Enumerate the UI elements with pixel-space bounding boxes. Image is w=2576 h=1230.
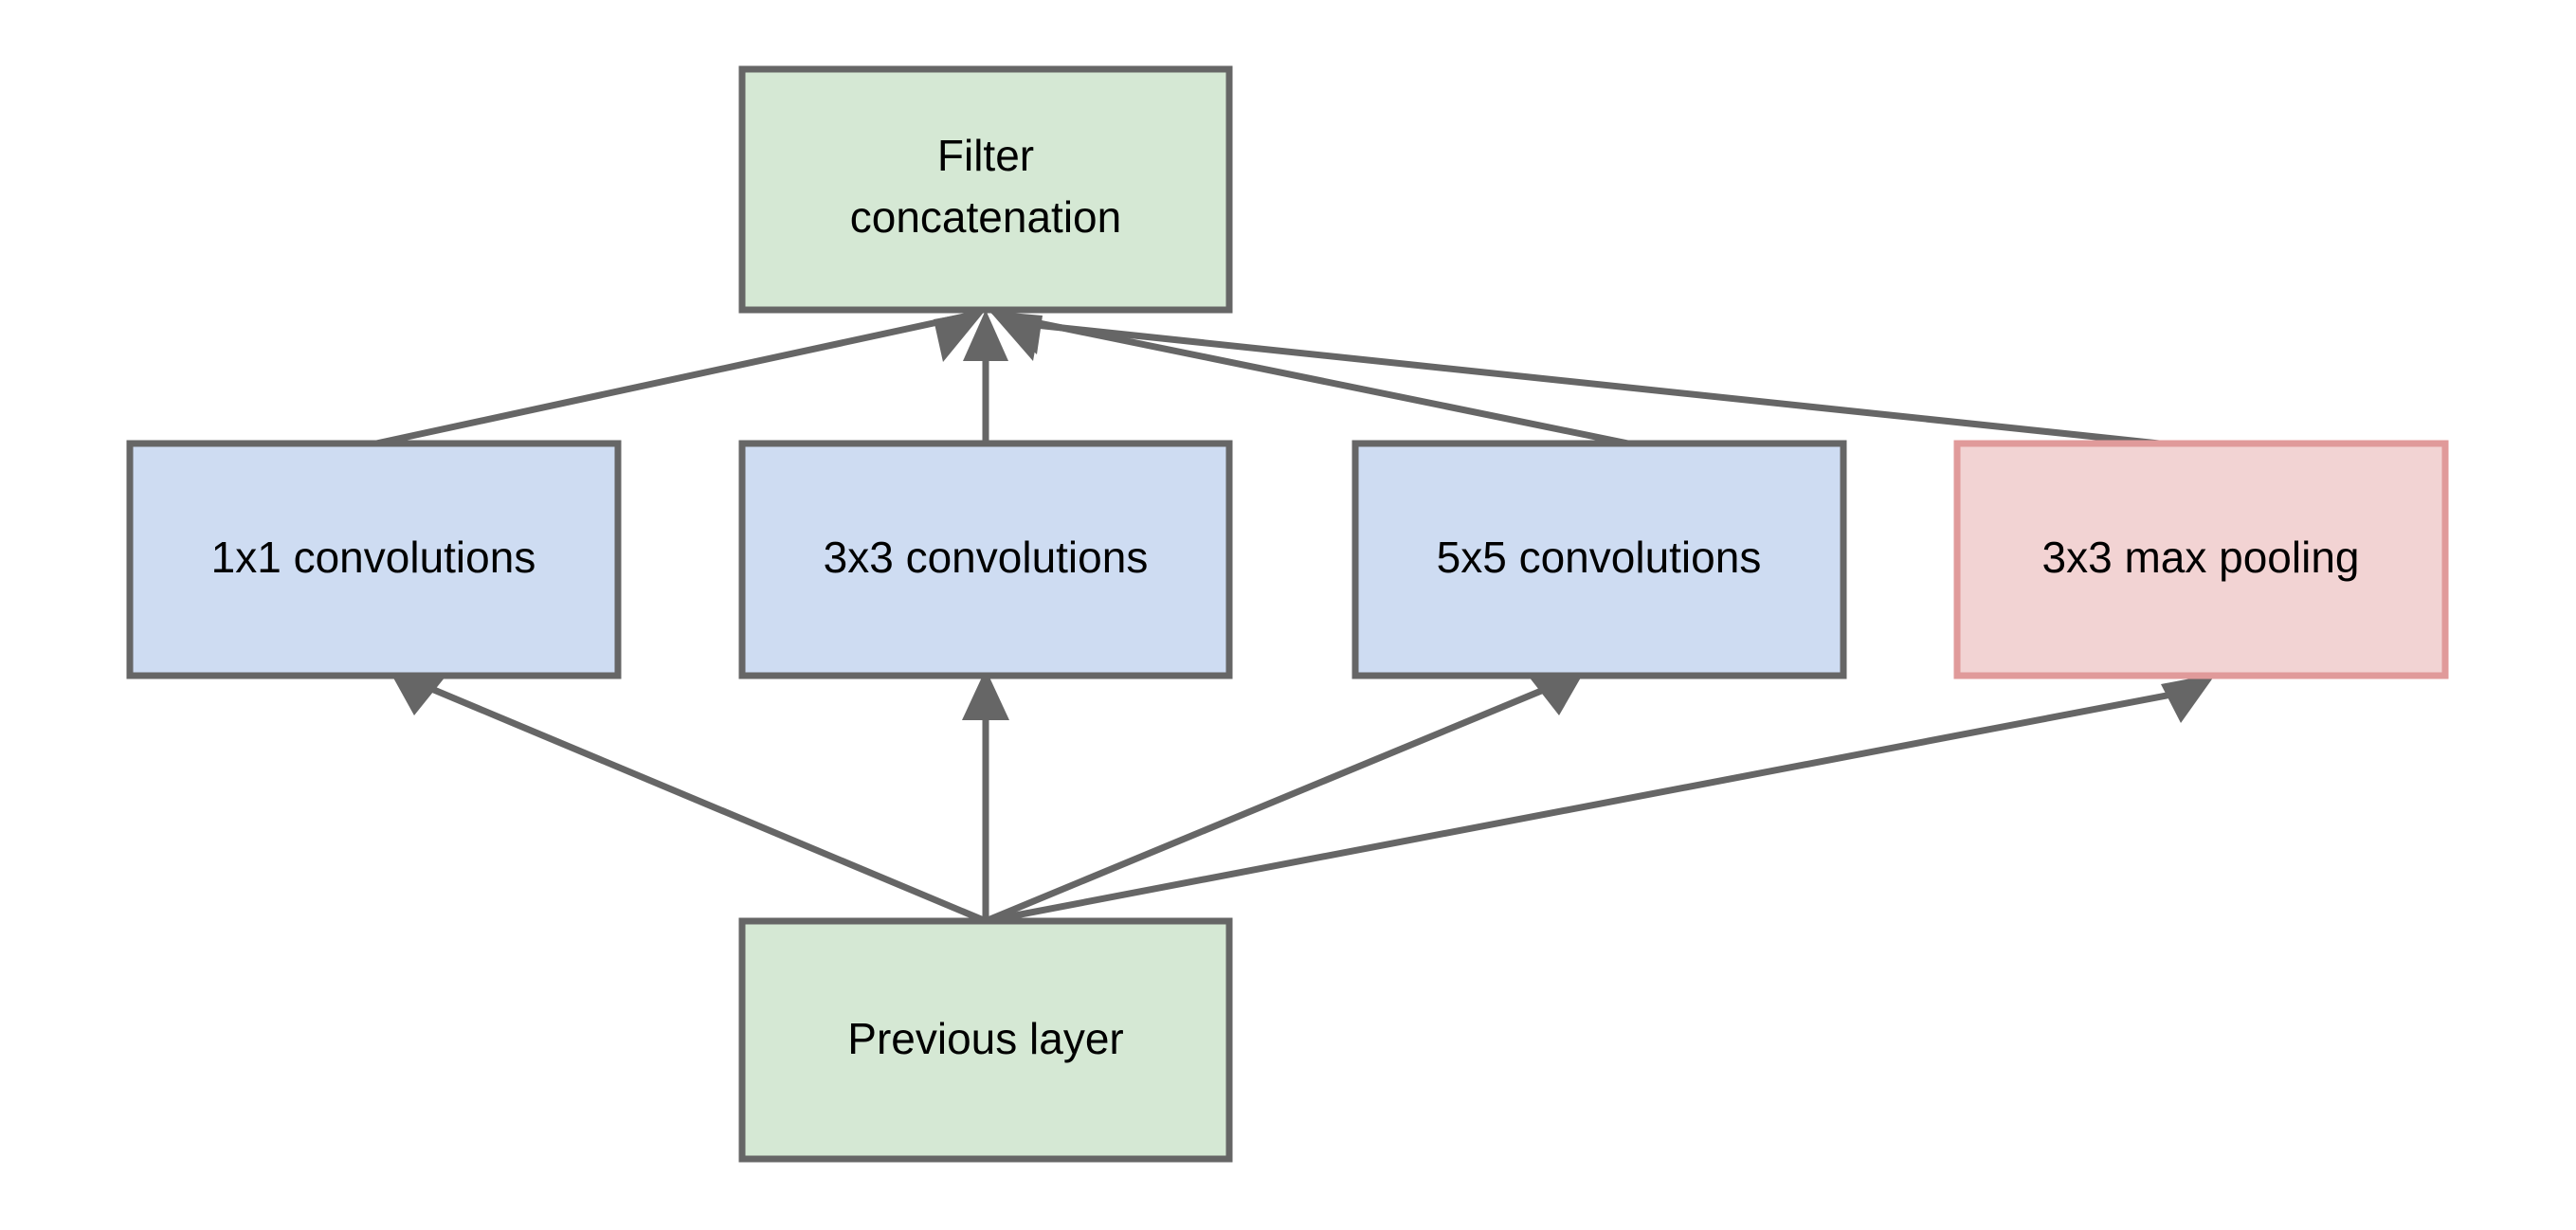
node-label-line1: 1x1 convolutions <box>211 533 536 582</box>
node-filter-concatenation[interactable]: Filter concatenation <box>738 65 1233 314</box>
node-maxpool-3x3[interactable]: 3x3 max pooling <box>1953 440 2449 679</box>
edge-previous-layer-to-conv-1x1 <box>390 671 988 925</box>
node-conv-3x3[interactable]: 3x3 convolutions <box>738 440 1233 679</box>
node-conv-5x5[interactable]: 5x5 convolutions <box>1351 440 1847 679</box>
arrowhead-icon <box>1529 671 1585 715</box>
arrowhead-icon <box>390 671 445 715</box>
edge-conv-1x1-to-filter-concatenation <box>375 310 986 447</box>
node-box[interactable] <box>738 440 1233 679</box>
node-label-line1: Previous layer <box>847 1014 1123 1063</box>
node-box[interactable] <box>738 917 1233 1163</box>
node-box[interactable] <box>738 65 1233 314</box>
nodes-layer: Filter concatenation 1x1 convolutions 3x… <box>126 65 2449 1163</box>
edges-layer <box>375 310 2216 925</box>
edge-conv-3x3-to-filter-concatenation <box>963 310 1008 443</box>
node-label-line1: 5x5 convolutions <box>1437 533 1762 582</box>
node-label-line1: 3x3 convolutions <box>824 533 1149 582</box>
node-label-line2: concatenation <box>850 192 1121 242</box>
arrowhead-icon <box>934 310 986 362</box>
arrowhead-icon <box>962 669 1009 720</box>
node-box[interactable] <box>1953 440 2449 679</box>
edge-line <box>985 687 2192 925</box>
edge-line <box>1006 313 1629 447</box>
node-box[interactable] <box>126 440 622 679</box>
edge-previous-layer-to-conv-5x5 <box>984 671 1585 925</box>
arrowhead-icon <box>963 310 1008 361</box>
node-label-line1: 3x3 max pooling <box>2042 533 2360 582</box>
edge-line <box>409 677 988 925</box>
edge-line <box>375 312 970 447</box>
edge-previous-layer-to-maxpool-3x3 <box>985 674 2216 925</box>
node-conv-1x1[interactable]: 1x1 convolutions <box>126 440 622 679</box>
node-box[interactable] <box>1351 440 1847 679</box>
arrowhead-icon <box>2161 674 2216 723</box>
edge-maxpool-3x3-to-filter-concatenation <box>989 311 2160 447</box>
edge-line <box>984 678 1564 925</box>
edge-line <box>1007 318 2160 447</box>
node-label-line1: Filter <box>937 131 1034 180</box>
edge-previous-layer-to-conv-3x3 <box>962 669 1009 921</box>
arrowhead-icon <box>989 311 1043 354</box>
node-previous-layer[interactable]: Previous layer <box>738 917 1233 1163</box>
